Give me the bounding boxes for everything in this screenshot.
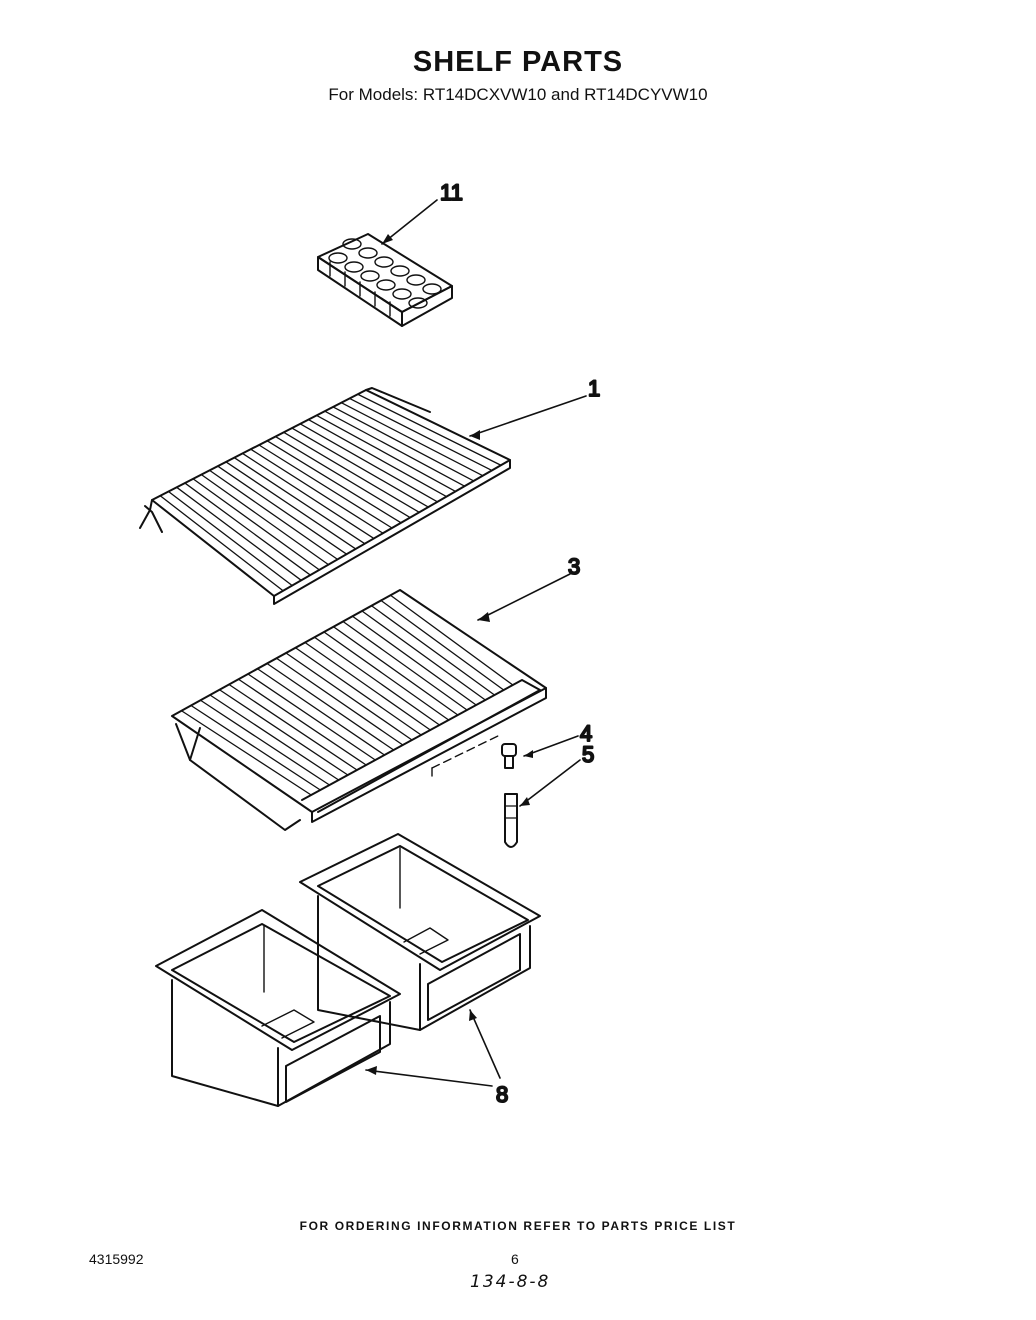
callout-cap: 4 — [580, 721, 592, 746]
ice-tray-illustration — [317, 199, 453, 327]
shelf-rib — [299, 423, 439, 503]
shelf-rib — [342, 620, 468, 711]
shelf-rib — [332, 406, 475, 482]
page-number: 6 — [511, 1251, 519, 1267]
shelf-rib — [283, 431, 420, 513]
shelf-rib — [247, 673, 376, 761]
shelf-rib — [184, 482, 311, 576]
shelf-rib — [380, 599, 505, 691]
handwritten-code: 134-8-8 — [470, 1272, 551, 1292]
callout-wire-shelf: 1 — [588, 376, 600, 401]
shelf-rib — [357, 393, 502, 466]
shelf-rib — [258, 444, 393, 529]
shelf-rib — [389, 594, 514, 686]
wire-shelf-illustration — [139, 387, 587, 605]
callout-crisper-shelf: 3 — [568, 554, 580, 579]
cap-and-pin-illustration — [501, 735, 581, 848]
shelf-rib — [294, 647, 422, 736]
shelf-rib — [304, 641, 431, 731]
shelf-rib — [250, 448, 384, 534]
shelf-rib — [225, 461, 357, 550]
shelf-rib — [256, 668, 386, 756]
shelf-rib — [180, 710, 312, 796]
shelf-rib — [266, 440, 402, 524]
shelf-rib — [218, 689, 349, 776]
ordering-note: FOR ORDERING INFORMATION REFER TO PARTS … — [299, 1219, 737, 1233]
shelf-rib — [208, 469, 339, 561]
shelf-rib — [313, 636, 441, 726]
callout-ice-tray: 11 — [440, 180, 463, 205]
shelf-rib — [351, 615, 477, 706]
shelf-rib — [167, 490, 293, 587]
callout-pin: 5 — [582, 742, 594, 767]
shelf-rib — [266, 662, 395, 751]
shelf-rib — [332, 626, 459, 716]
page-title: SHELF PARTS — [412, 46, 624, 78]
shelf-rib — [291, 427, 429, 508]
crisper-pans-illustration — [155, 833, 541, 1107]
shelf-rib — [324, 410, 466, 487]
shelf-rib — [176, 486, 302, 581]
shelf-rib — [190, 704, 321, 791]
shelf-rib — [275, 657, 404, 746]
shelf-rib — [315, 414, 457, 493]
shelf-rib — [228, 683, 358, 771]
shelf-rib — [192, 478, 321, 571]
shelf-rib — [217, 465, 348, 555]
document-number: 4315992 — [89, 1251, 144, 1267]
shelf-rib — [370, 605, 496, 696]
callout-crisper-pans: 8 — [496, 1082, 508, 1107]
shelf-rib — [233, 457, 366, 545]
shelf-rib — [200, 473, 330, 566]
shelf-rib — [361, 610, 486, 701]
shelf-rib — [348, 397, 493, 472]
page-subtitle: For Models: RT14DCXVW10 and RT14DCYVW10 — [328, 85, 708, 104]
shelf-rib — [307, 418, 448, 498]
shelf-rib — [274, 435, 411, 519]
shelf-rib — [199, 699, 331, 786]
shelf-rib — [241, 452, 375, 540]
shelf-rib — [237, 678, 367, 766]
crisper-shelf-illustration — [171, 573, 571, 831]
shelf-rib — [209, 694, 340, 781]
shelf-rib — [285, 652, 413, 741]
shelf-rib — [340, 402, 484, 477]
shelf-rib — [159, 495, 284, 592]
shelf-rib — [323, 631, 450, 721]
